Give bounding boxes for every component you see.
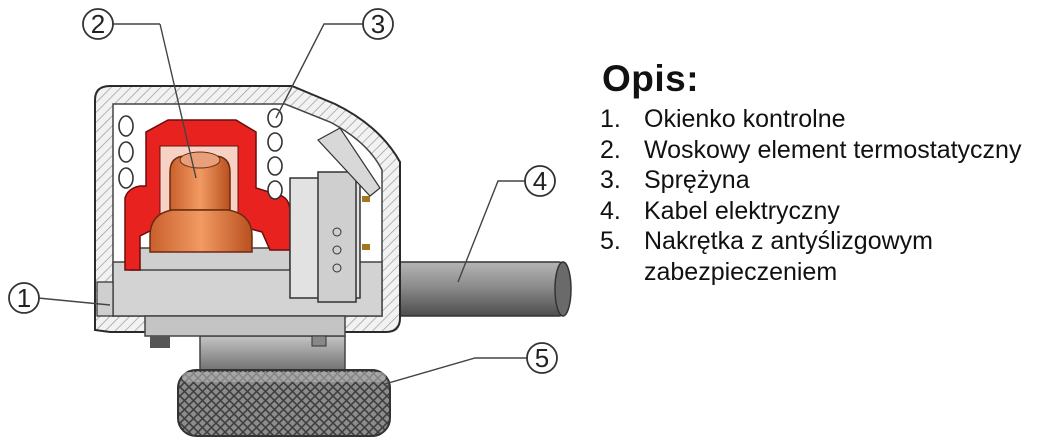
legend-item: 1. Okienko kontrolne	[600, 104, 1064, 135]
legend-item-number: 1.	[600, 105, 621, 133]
callout-4: 4	[524, 165, 556, 197]
legend-item-text: Sprężyna	[644, 166, 750, 194]
legend-item-number: 5.	[600, 227, 621, 255]
inspection-window	[96, 281, 114, 317]
svg-text:1: 1	[17, 283, 31, 313]
legend-item: 5. Nakrętka z antyślizgowym zabezpieczen…	[600, 226, 1064, 287]
thermostat-cross-section-diagram: 1 2 3 4 5	[8, 8, 572, 437]
legend-item-number: 3.	[600, 166, 621, 194]
legend-list: 1. Okienko kontrolne 2. Woskowy element …	[600, 104, 1064, 287]
svg-text:5: 5	[535, 343, 549, 373]
legend-item-number: 2.	[600, 135, 621, 164]
callout-3: 3	[362, 8, 394, 40]
svg-text:2: 2	[91, 9, 105, 39]
anti-slip-nut	[177, 335, 391, 437]
callout-2: 2	[82, 8, 114, 40]
legend-item: 3. Sprężyna	[600, 165, 1064, 196]
callout-5: 5	[526, 342, 558, 374]
spring	[118, 108, 283, 200]
svg-text:4: 4	[533, 166, 547, 196]
callout-1: 1	[8, 282, 40, 314]
legend-item-text: Nakrętka z antyślizgowym zabezpieczeniem	[644, 227, 933, 286]
legend-item: 2. Woskowy element termostatyczny	[600, 135, 1064, 166]
contact-block	[289, 127, 381, 303]
legend-title: Opis:	[602, 58, 700, 99]
leader-lines	[37, 23, 527, 385]
legend-item-text: Okienko kontrolne	[644, 105, 846, 133]
electric-cable	[394, 261, 572, 317]
legend-item: 4. Kabel elektryczny	[600, 196, 1064, 227]
legend: Opis: 1. Okienko kontrolne 2. Woskowy el…	[600, 58, 1064, 287]
svg-text:3: 3	[371, 9, 385, 39]
legend-item-number: 4.	[600, 196, 621, 225]
legend-item-text: Woskowy element termostatyczny	[644, 135, 1022, 164]
wax-thermostatic-element	[149, 151, 253, 253]
legend-item-text: Kabel elektryczny	[644, 196, 840, 225]
